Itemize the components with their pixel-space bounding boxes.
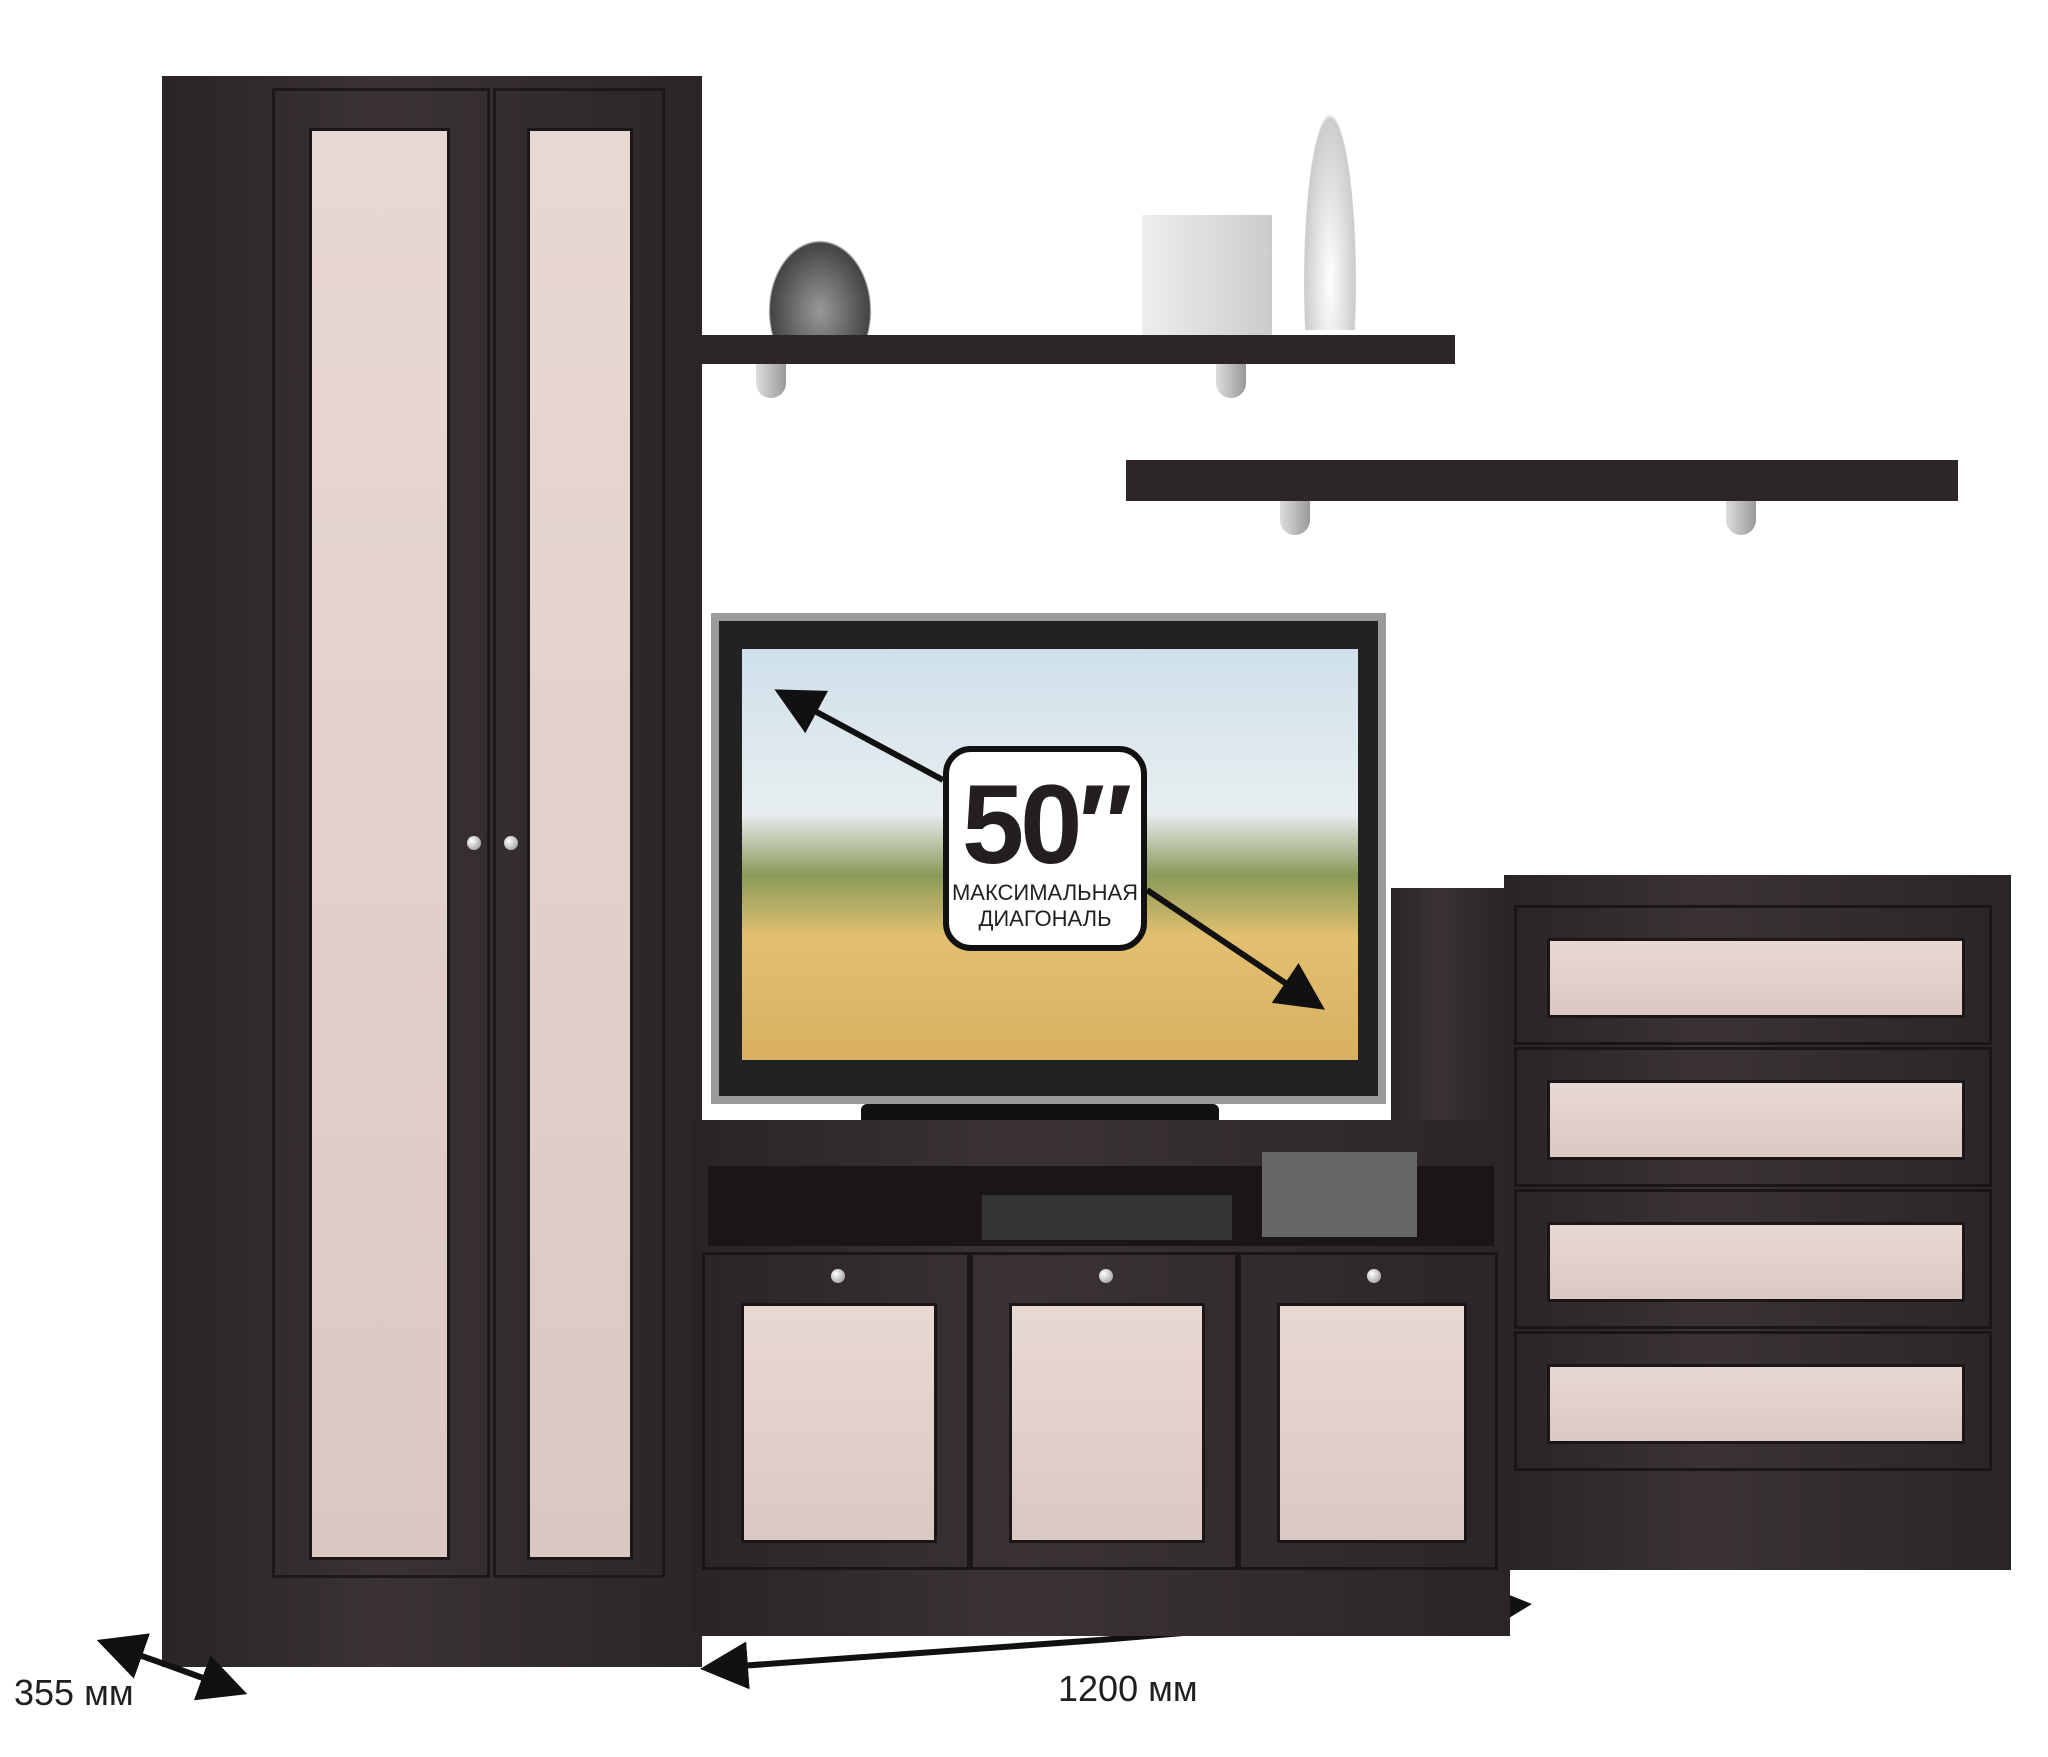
vase [1300, 90, 1360, 330]
drawer-panel [1547, 1080, 1965, 1160]
drawer [1514, 1047, 1992, 1187]
wall-shelf-top [702, 335, 1455, 364]
door-panel [741, 1303, 937, 1543]
shelf-bracket [1280, 501, 1310, 535]
cabinet-door [702, 1252, 970, 1570]
door-knob [1367, 1269, 1381, 1283]
door-panel [1277, 1303, 1467, 1543]
drawer-panel [1547, 938, 1965, 1018]
diagonal-caption-line1: МАКСИМАЛЬНАЯ [951, 880, 1139, 905]
left-door [272, 88, 490, 1578]
door-knob [1099, 1269, 1113, 1283]
vase-small [750, 215, 890, 335]
right-door-panel [527, 128, 633, 1560]
drawer [1514, 1331, 1992, 1471]
drawer [1514, 1189, 1992, 1329]
wall-shelf-bottom [1126, 460, 1958, 501]
depth-dimension: 355 мм [14, 1672, 134, 1713]
width-dimension: 1200 мм [1058, 1668, 1198, 1709]
left-door-panel [309, 128, 450, 1560]
shelf-bracket [1726, 501, 1756, 535]
books [1142, 215, 1272, 335]
door-knob [504, 836, 518, 850]
max-diagonal-badge: 50″ МАКСИМАЛЬНАЯ ДИАГОНАЛЬ [943, 746, 1147, 951]
drawer-panel [1547, 1364, 1965, 1444]
media-player [982, 1195, 1232, 1240]
drawer [1514, 905, 1992, 1045]
chest-of-drawers [1504, 875, 2011, 1570]
door-knob [831, 1269, 845, 1283]
speaker-box [1262, 1152, 1417, 1237]
cabinet-door [1238, 1252, 1498, 1570]
diagonal-size: 50″ [961, 762, 1132, 887]
tv-unit [692, 1120, 1510, 1636]
door-knob [467, 836, 481, 850]
door-panel [1009, 1303, 1205, 1543]
cabinet-door [970, 1252, 1238, 1570]
side-cabinet [1391, 888, 1504, 1126]
shelf-bracket [1216, 364, 1246, 398]
drawer-panel [1547, 1222, 1965, 1302]
shelf-bracket [756, 364, 786, 398]
diagonal-caption-line2: ДИАГОНАЛЬ [978, 906, 1112, 931]
right-door [493, 88, 665, 1578]
tall-wardrobe [162, 76, 702, 1667]
